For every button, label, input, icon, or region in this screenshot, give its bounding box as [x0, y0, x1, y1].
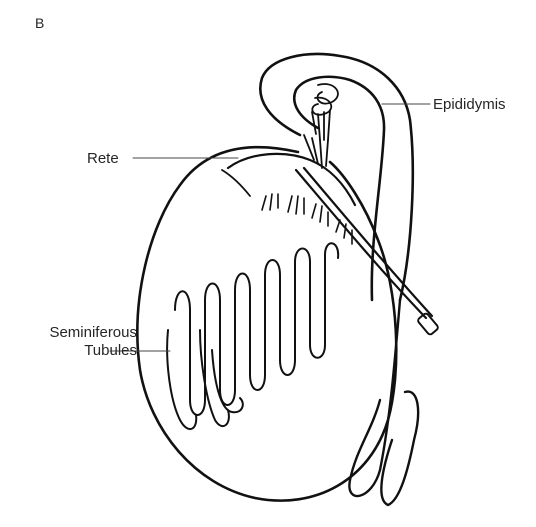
seminiferous-tubules: [167, 243, 338, 429]
rete-label: Rete: [87, 150, 119, 168]
duct-end-cap: [417, 312, 439, 335]
seminiferous-tubules-label: Seminiferous Tubules: [11, 324, 137, 360]
epididymis-label: Epididymis: [433, 96, 506, 114]
seminiferous-label-line2: Tubules: [11, 342, 137, 360]
efferent-ducts: [304, 84, 338, 168]
seminiferous-label-line1: Seminiferous: [11, 324, 137, 342]
rete-tail: [222, 170, 250, 196]
testis-outline: [137, 147, 396, 500]
panel-letter: B: [35, 14, 44, 32]
vas-loop: [381, 392, 418, 505]
epididymis-outline-inner: [294, 77, 384, 300]
straight-duct: [296, 170, 426, 318]
